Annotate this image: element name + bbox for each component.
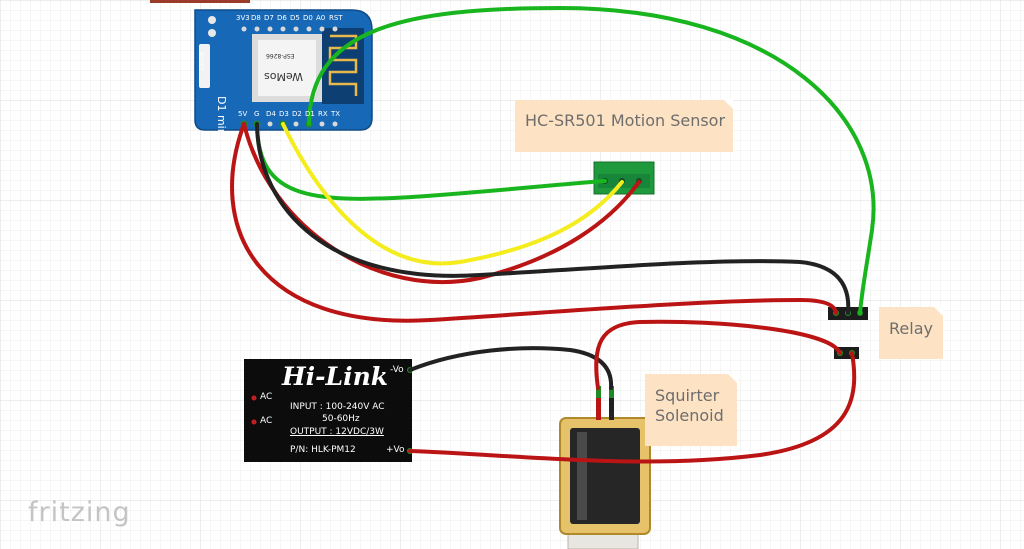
motion-sensor-label: HC-SR501 Motion Sensor (525, 111, 726, 130)
hilink-brand: Hi-Link (282, 362, 389, 391)
d1-mini-module: ESP-8266 (266, 52, 295, 59)
hilink-module[interactable] (244, 359, 413, 462)
hilink-input-label: INPUT : 100-240V AC (290, 402, 385, 412)
pin-label: RST (329, 14, 343, 22)
solenoid-note[interactable]: Squirter Solenoid (645, 374, 737, 446)
pin-label: TX (331, 110, 341, 118)
pin-label: D4 (266, 110, 276, 118)
d1-mini-name: D1 mini (215, 96, 228, 139)
note-fold (728, 374, 737, 383)
note-fold (724, 100, 733, 109)
wire-red-relay-solenoid[interactable] (594, 319, 842, 390)
d1-mini-top-pin-labels: 3V3 D8 D7 D6 D5 D0 A0 RST (236, 14, 346, 24)
wire-green-sensor[interactable] (255, 122, 607, 201)
solenoid-label-line1: Squirter (655, 386, 720, 405)
pin-label: D2 (292, 110, 302, 118)
hilink-output-label: OUTPUT : 12VDC/3W (290, 427, 384, 437)
d1-mini-brand: WeMos (264, 70, 303, 83)
pin-label: D8 (251, 14, 261, 22)
pin-label: RX (318, 110, 328, 118)
hilink-ac1-label: AC (260, 392, 273, 402)
pin-label: D6 (277, 14, 287, 22)
relay-label: Relay (889, 319, 933, 338)
wire-red-hilink-relay[interactable] (408, 351, 857, 464)
d1-mini-pin-row-top (241, 26, 338, 32)
pin-label: A0 (316, 14, 326, 22)
solenoid[interactable] (559, 386, 651, 549)
d1-mini-board[interactable] (194, 9, 373, 131)
top-accent-bar (150, 0, 250, 3)
pin-label: D1 (305, 110, 315, 118)
hilink-ac2-label: AC (260, 416, 273, 426)
hilink-pn-label: P/N: HLK-PM12 (290, 445, 356, 455)
wires (230, 5, 876, 464)
pin-label: D0 (303, 14, 313, 22)
wire-yellow-sensor[interactable] (281, 122, 624, 266)
pin-label: D3 (279, 110, 289, 118)
pin-label: 5V (238, 110, 248, 118)
wire-green-relay[interactable] (307, 5, 876, 315)
wire-black-hilink[interactable] (408, 346, 614, 390)
hilink-pos-label: +Vo (386, 445, 405, 455)
pin-label: G (254, 110, 260, 118)
fritzing-watermark: fritzing (28, 497, 131, 528)
motion-sensor[interactable] (593, 161, 655, 195)
hilink-freq-label: 50-60Hz (322, 414, 360, 424)
motion-sensor-note[interactable]: HC-SR501 Motion Sensor (515, 100, 733, 152)
wire-black-relay[interactable] (255, 122, 851, 315)
pin-label: 3V3 (236, 14, 250, 22)
hilink-neg-label: -Vo (390, 365, 404, 375)
d1-mini-reset-label: RESET (197, 52, 204, 72)
pin-label: D7 (264, 14, 274, 22)
wire-red-relay[interactable] (230, 122, 838, 323)
pin-label: D5 (290, 14, 300, 22)
d1-mini-bottom-pin-labels: 5V G D4 D3 D2 D1 RX TX (238, 110, 348, 120)
solenoid-label-line2: Solenoid (655, 406, 724, 425)
relay-note[interactable]: Relay (879, 307, 943, 359)
note-fold (934, 307, 943, 316)
